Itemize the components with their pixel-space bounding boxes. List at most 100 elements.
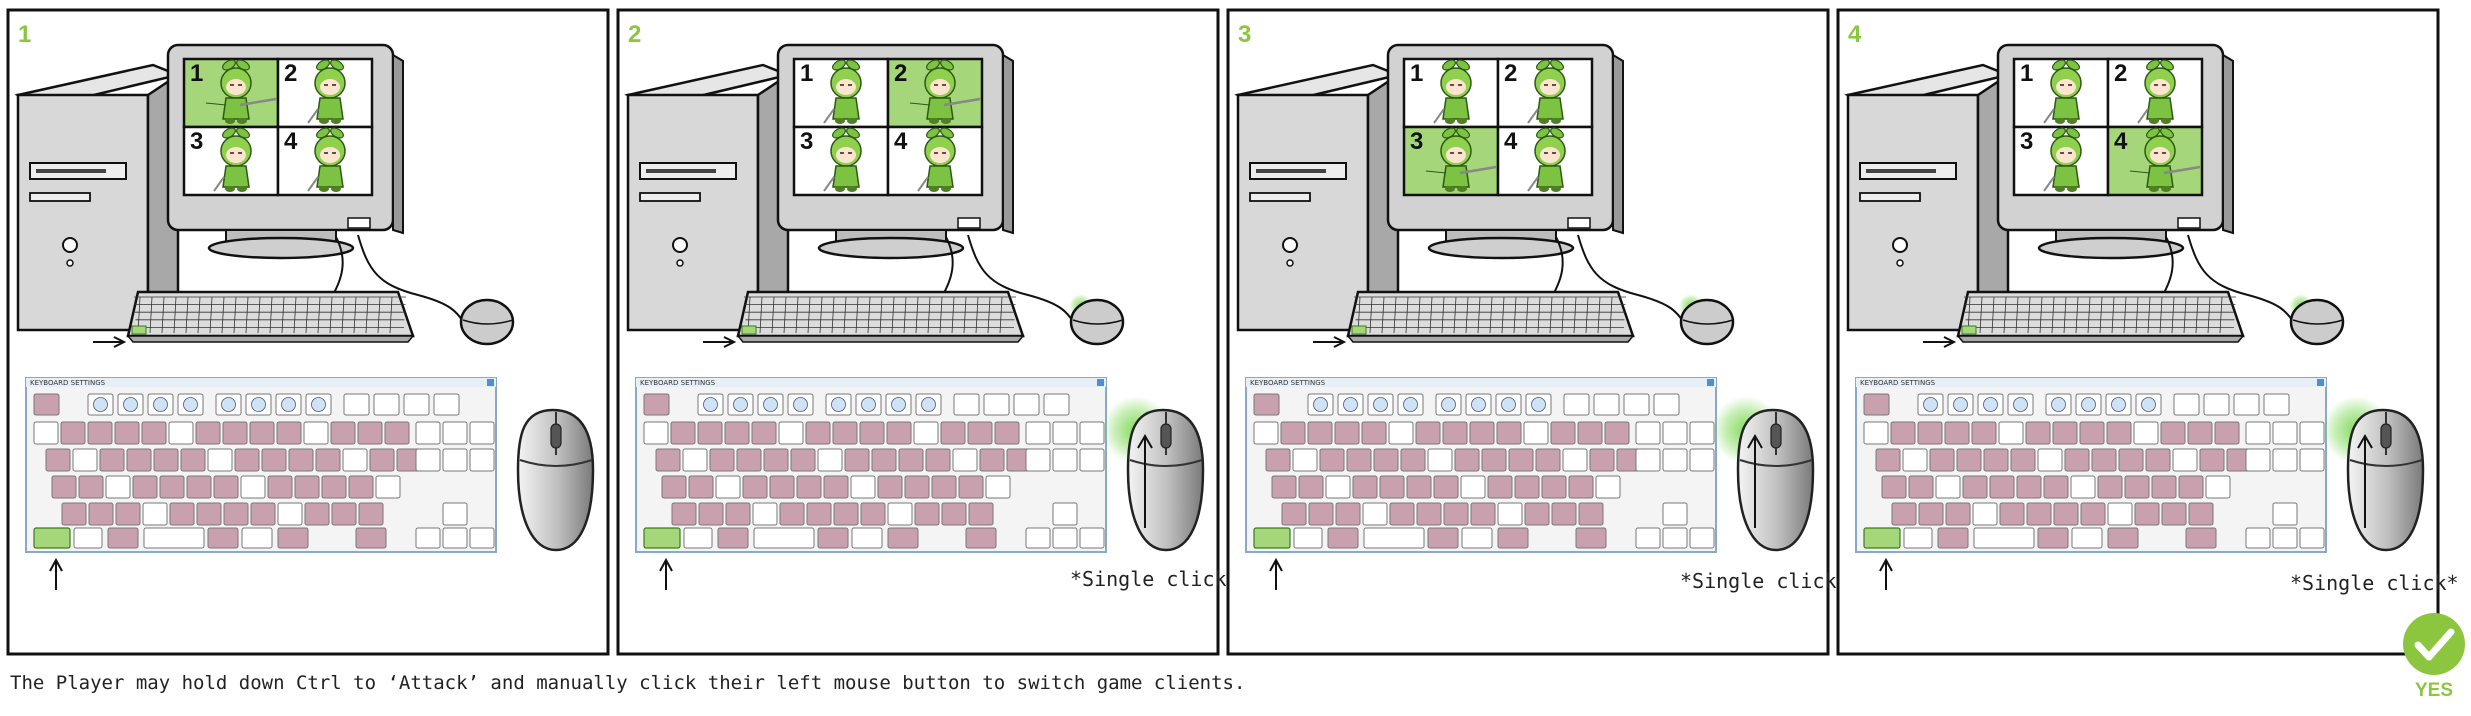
client-window-3: 3 bbox=[182, 125, 280, 197]
client-number: 1 bbox=[190, 60, 203, 87]
keyboard-settings-title: KEYBOARD SETTINGS bbox=[640, 379, 716, 387]
character-2 bbox=[1527, 59, 1566, 124]
client-window-1: 1 bbox=[182, 57, 280, 129]
desk-keyboard bbox=[126, 290, 415, 343]
desk-keyboard bbox=[736, 290, 1025, 343]
client-window-1: 1 bbox=[2012, 57, 2110, 129]
client-number: 3 bbox=[1410, 128, 1423, 155]
client-number: 4 bbox=[2114, 128, 2128, 155]
scroll-wheel bbox=[1770, 423, 1782, 449]
single-click-label: *Single click* bbox=[2290, 571, 2459, 595]
close-icon bbox=[487, 379, 494, 386]
close-icon bbox=[1707, 379, 1714, 386]
desk-ctrl-key-highlight bbox=[1961, 325, 1977, 335]
panel-number: 2 bbox=[628, 21, 641, 48]
desk-ctrl-key-highlight bbox=[131, 325, 147, 335]
client-number: 1 bbox=[2020, 60, 2033, 87]
client-window-2: 2 bbox=[1496, 57, 1594, 129]
power-button-icon bbox=[62, 237, 78, 253]
character-4 bbox=[1527, 127, 1566, 192]
panel-number: 1 bbox=[18, 21, 31, 48]
client-window-3: 3 bbox=[792, 125, 890, 197]
character-2 bbox=[909, 59, 981, 124]
character-2 bbox=[307, 59, 346, 124]
desk-mouse bbox=[1679, 294, 1735, 346]
scroll-wheel bbox=[550, 423, 562, 449]
character-3 bbox=[2043, 127, 2082, 192]
computer-tower bbox=[624, 63, 793, 333]
panel-number: 3 bbox=[1238, 21, 1251, 48]
keyboard-settings-title: KEYBOARD SETTINGS bbox=[1250, 379, 1326, 387]
computer-tower bbox=[14, 63, 183, 333]
character-3 bbox=[823, 127, 862, 192]
character-3 bbox=[1425, 127, 1497, 192]
mouse-cable bbox=[2187, 234, 2299, 331]
desk-mouse bbox=[459, 298, 515, 346]
client-number: 1 bbox=[800, 60, 813, 87]
client-window-1: 1 bbox=[792, 57, 890, 129]
client-window-2: 2 bbox=[2106, 57, 2204, 129]
client-window-2: 2 bbox=[886, 57, 984, 129]
keyboard-settings-window: KEYBOARD SETTINGS bbox=[1855, 377, 2327, 553]
panel-number: 4 bbox=[1848, 21, 1862, 48]
mouse-icon bbox=[2322, 396, 2425, 552]
client-number: 2 bbox=[1504, 60, 1517, 87]
client-number: 3 bbox=[190, 128, 203, 155]
client-window-1: 1 bbox=[1402, 57, 1500, 129]
desk-ctrl-key-highlight bbox=[741, 325, 757, 335]
character-1 bbox=[205, 59, 277, 124]
character-3 bbox=[213, 127, 252, 192]
caption-text: The Player may hold down Ctrl to ‘Attack… bbox=[10, 672, 1246, 694]
character-4 bbox=[2129, 127, 2201, 192]
power-button-icon bbox=[1892, 237, 1908, 253]
ctrl-key-highlight bbox=[1863, 527, 1901, 549]
keyboard-settings-window: KEYBOARD SETTINGS bbox=[1245, 377, 1717, 553]
character-4 bbox=[917, 127, 956, 192]
mouse-cable bbox=[967, 234, 1079, 331]
client-window-3: 3 bbox=[2012, 125, 2110, 197]
computer-tower bbox=[1234, 63, 1403, 333]
character-2 bbox=[2137, 59, 2176, 124]
mouse-icon bbox=[1712, 396, 1815, 552]
client-window-4: 4 bbox=[2106, 125, 2204, 197]
keyboard-settings-window: KEYBOARD SETTINGS bbox=[25, 377, 497, 553]
power-button-icon bbox=[672, 237, 688, 253]
desk-keyboard bbox=[1346, 290, 1635, 343]
mouse-cable bbox=[357, 234, 469, 331]
keyboard-settings-title: KEYBOARD SETTINGS bbox=[1860, 379, 1936, 387]
yes-check-icon bbox=[2403, 613, 2465, 675]
close-icon bbox=[1097, 379, 1104, 386]
desk-ctrl-key-highlight bbox=[1351, 325, 1367, 335]
character-4 bbox=[307, 127, 346, 192]
client-window-4: 4 bbox=[276, 125, 374, 197]
client-number: 1 bbox=[1410, 60, 1423, 87]
mouse-cable bbox=[1577, 234, 1689, 331]
client-number: 2 bbox=[2114, 60, 2127, 87]
scroll-wheel bbox=[2380, 423, 2392, 449]
ctrl-key-highlight bbox=[33, 527, 71, 549]
desk-mouse bbox=[1069, 294, 1125, 346]
client-number: 2 bbox=[284, 60, 297, 87]
monitor: 1 2 3 4 bbox=[776, 43, 1014, 260]
client-number: 3 bbox=[800, 128, 813, 155]
client-window-4: 4 bbox=[886, 125, 984, 197]
character-1 bbox=[823, 59, 862, 124]
client-number: 4 bbox=[284, 128, 298, 155]
ctrl-key-highlight bbox=[1253, 527, 1291, 549]
keyboard-settings-title: KEYBOARD SETTINGS bbox=[30, 379, 106, 387]
single-click-label: *Single click* bbox=[1070, 567, 1239, 591]
client-window-2: 2 bbox=[276, 57, 374, 129]
keyboard-settings-window: KEYBOARD SETTINGS bbox=[635, 377, 1107, 553]
scroll-wheel bbox=[1160, 423, 1172, 449]
monitor: 1 2 3 4 bbox=[166, 43, 404, 260]
computer-tower bbox=[1844, 63, 2013, 333]
character-1 bbox=[2043, 59, 2082, 124]
